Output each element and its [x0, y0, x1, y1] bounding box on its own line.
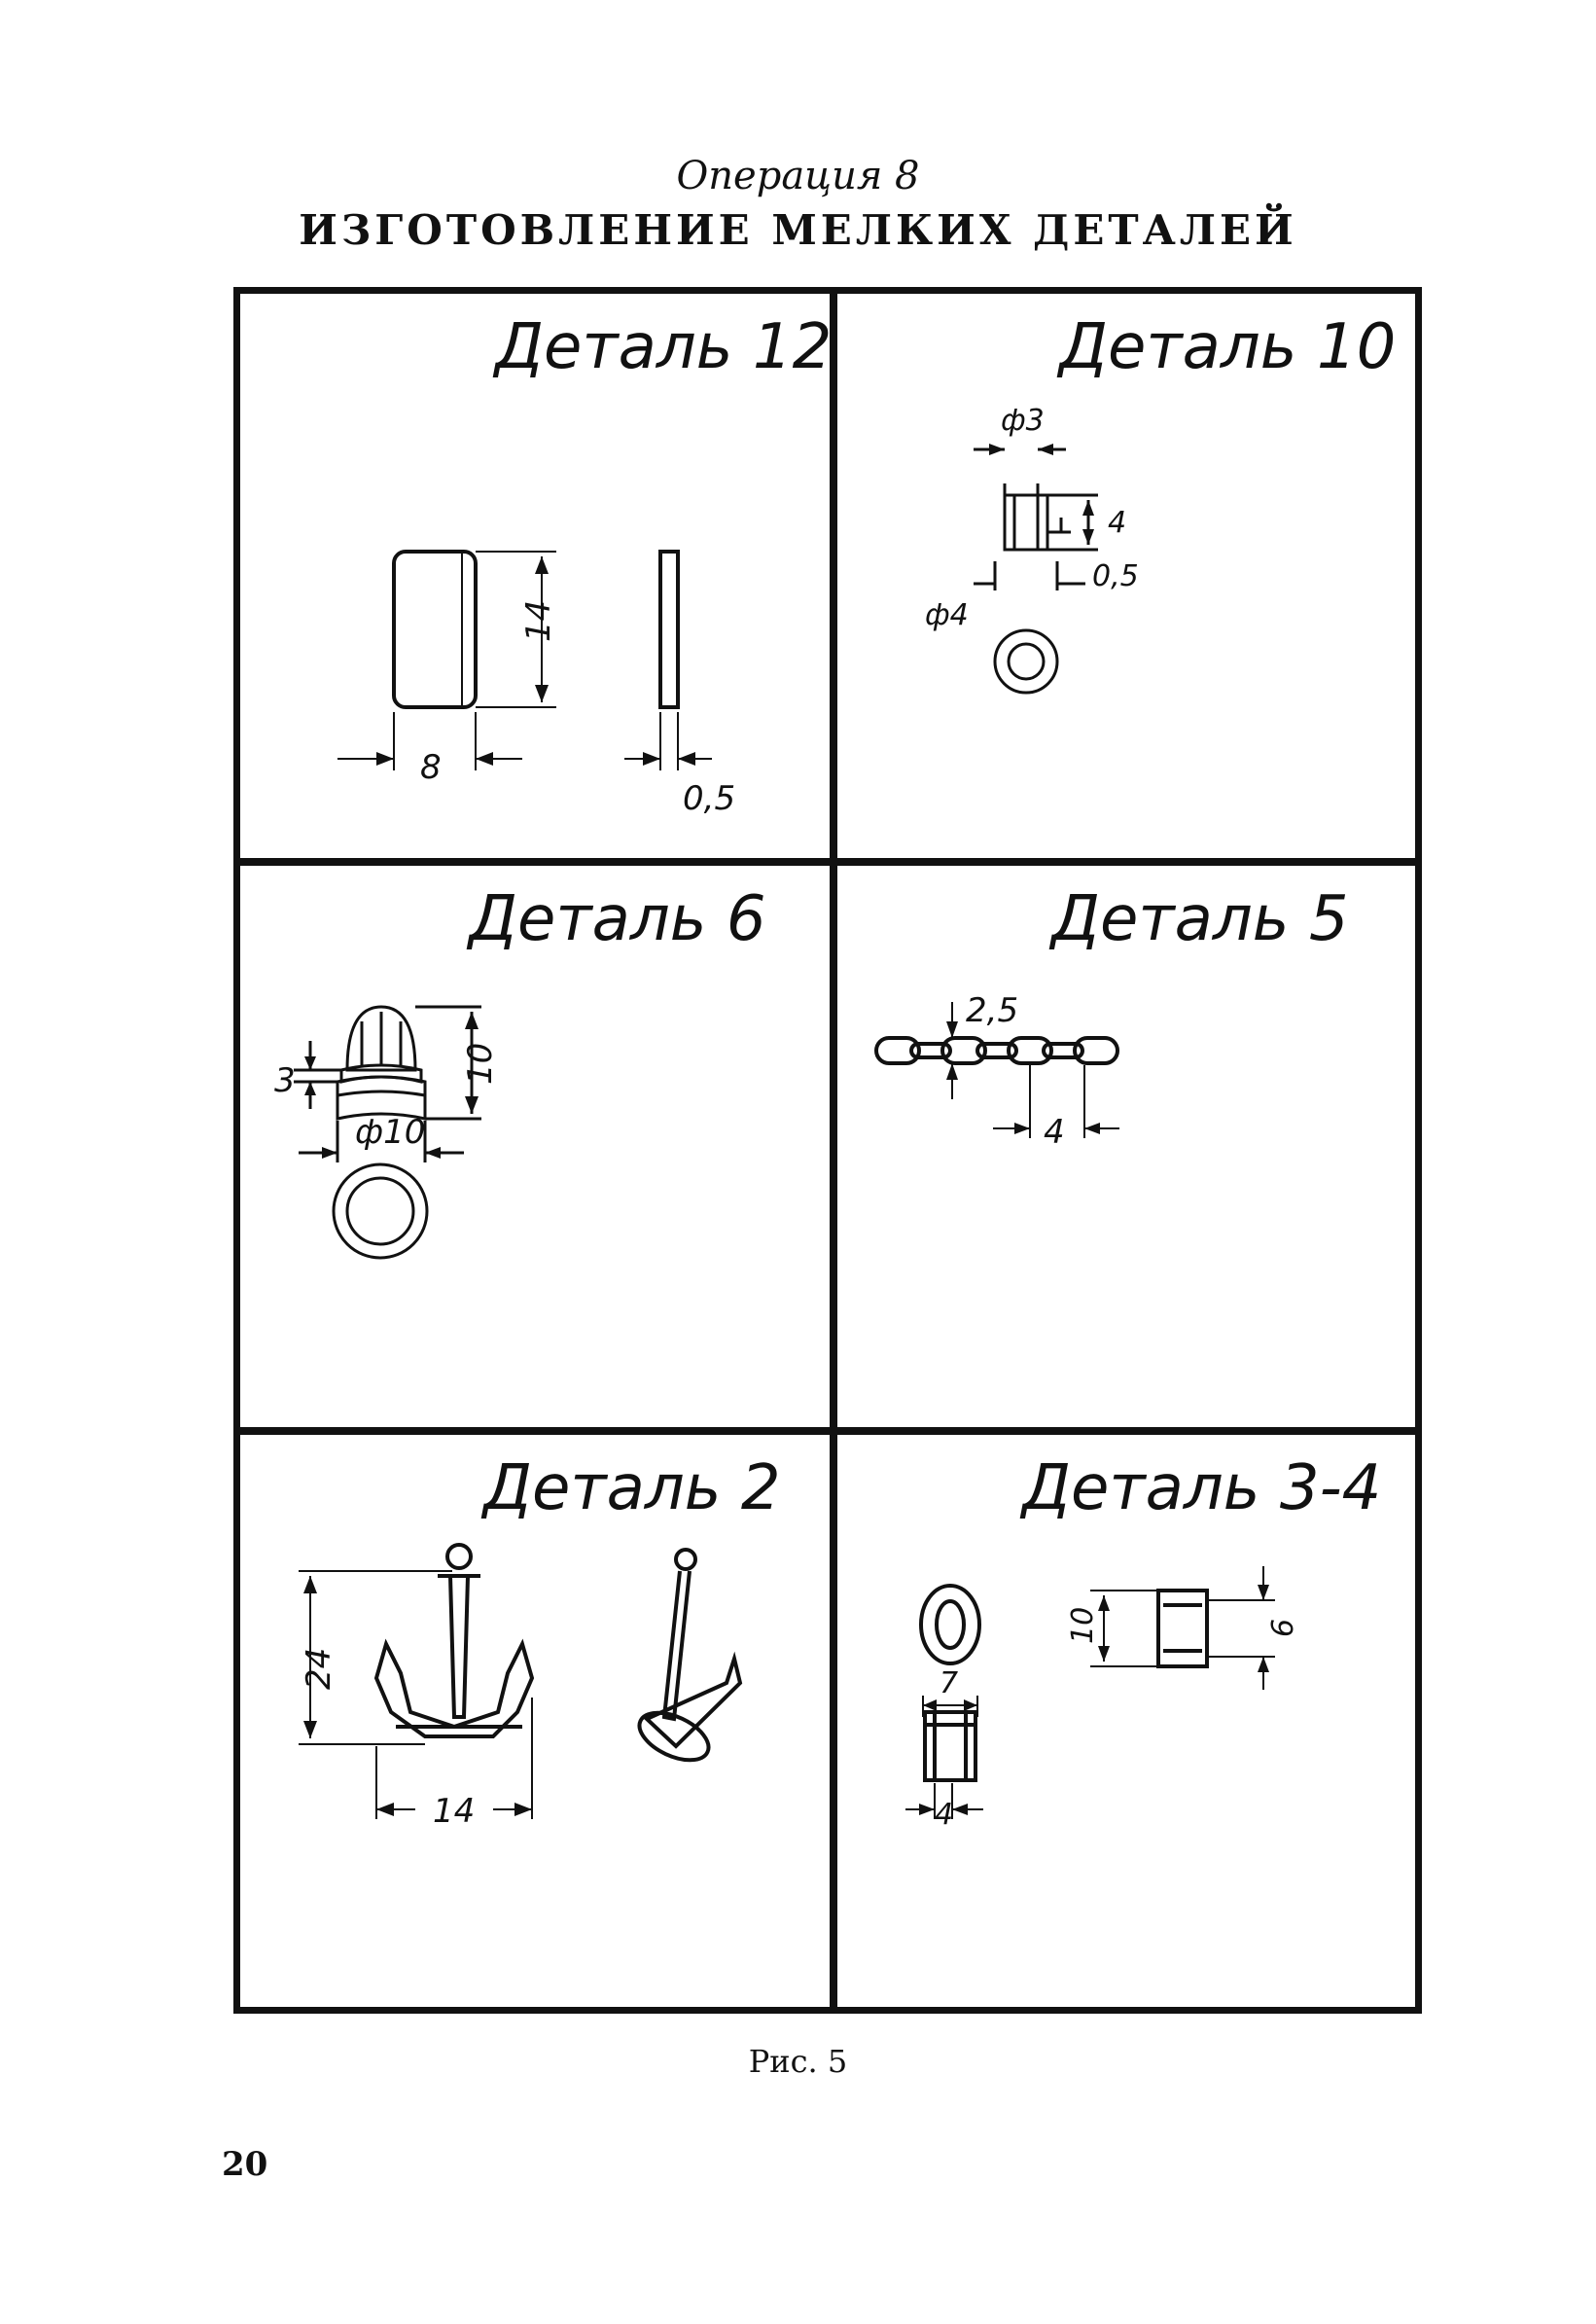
dim-width-4: 4: [935, 1798, 953, 1832]
page-number: 20: [222, 2145, 268, 2184]
panel-detail-6: Деталь 6: [240, 866, 830, 1427]
dim-2-5: 2,5: [966, 991, 1018, 1030]
panel-detail-2: Деталь 2: [240, 1435, 830, 2007]
panel-detail-3-4: Деталь 3-4: [837, 1435, 1422, 2007]
dim-diameter-10: ф10: [355, 1113, 425, 1152]
horizontal-divider-1: [240, 858, 1415, 866]
dim-diameter-4: ф4: [925, 598, 969, 632]
detail-6-drawing: 10 3 ф10: [274, 1005, 500, 1260]
detail-10-drawing: ф3 4 0,5 ф4: [925, 404, 1139, 695]
panel-detail-12: Деталь 12: [240, 294, 833, 858]
panel-title: Деталь 10: [1059, 311, 1397, 383]
dim-diameter-3: ф3: [1001, 404, 1045, 438]
dim-height-14: 14: [519, 600, 558, 642]
dim-inner-height-6: 6: [1266, 1619, 1300, 1637]
detail-5-drawing: 2,5 4: [874, 991, 1119, 1152]
panel-title: Деталь 5: [1051, 883, 1349, 955]
figure-grid: Деталь 12: [233, 287, 1422, 2014]
dim-height-24: 24: [300, 1648, 338, 1690]
dim-width-14: 14: [433, 1792, 475, 1831]
dim-width-8: 8: [420, 748, 442, 787]
panel-title: Деталь 2: [483, 1452, 781, 1524]
operation-subtitle: Операция 8: [676, 154, 920, 198]
panel-title: Деталь 12: [495, 311, 833, 383]
dim-0-5: 0,5: [1092, 559, 1139, 593]
dim-pitch-4: 4: [1044, 1113, 1065, 1152]
detail-2-drawing: 24 14: [299, 1543, 743, 1831]
detail-3-4-drawing: 10 6 7 4: [905, 1566, 1300, 1832]
vertical-divider: [830, 294, 837, 2007]
panel-detail-10: Деталь 10: [837, 294, 1422, 858]
page-title: ИЗГОТОВЛЕНИЕ МЕЛКИХ ДЕТАЛЕЙ: [299, 206, 1297, 254]
detail-12-drawing: 14 8 0,5: [337, 550, 735, 818]
dim-width-7: 7: [940, 1666, 958, 1700]
panel-detail-5: Деталь 5: [837, 866, 1422, 1427]
dim-thickness-0-5: 0,5: [683, 779, 735, 818]
dim-height-10: 10: [461, 1043, 500, 1085]
horizontal-divider-2: [240, 1427, 1415, 1435]
figure-caption: Рис. 5: [748, 2043, 848, 2080]
dim-3: 3: [274, 1061, 296, 1100]
panel-title: Деталь 3-4: [1022, 1452, 1382, 1524]
dim-height-4: 4: [1108, 506, 1126, 540]
panel-title: Деталь 6: [469, 883, 766, 955]
dim-outer-height-10: 10: [1066, 1607, 1100, 1644]
